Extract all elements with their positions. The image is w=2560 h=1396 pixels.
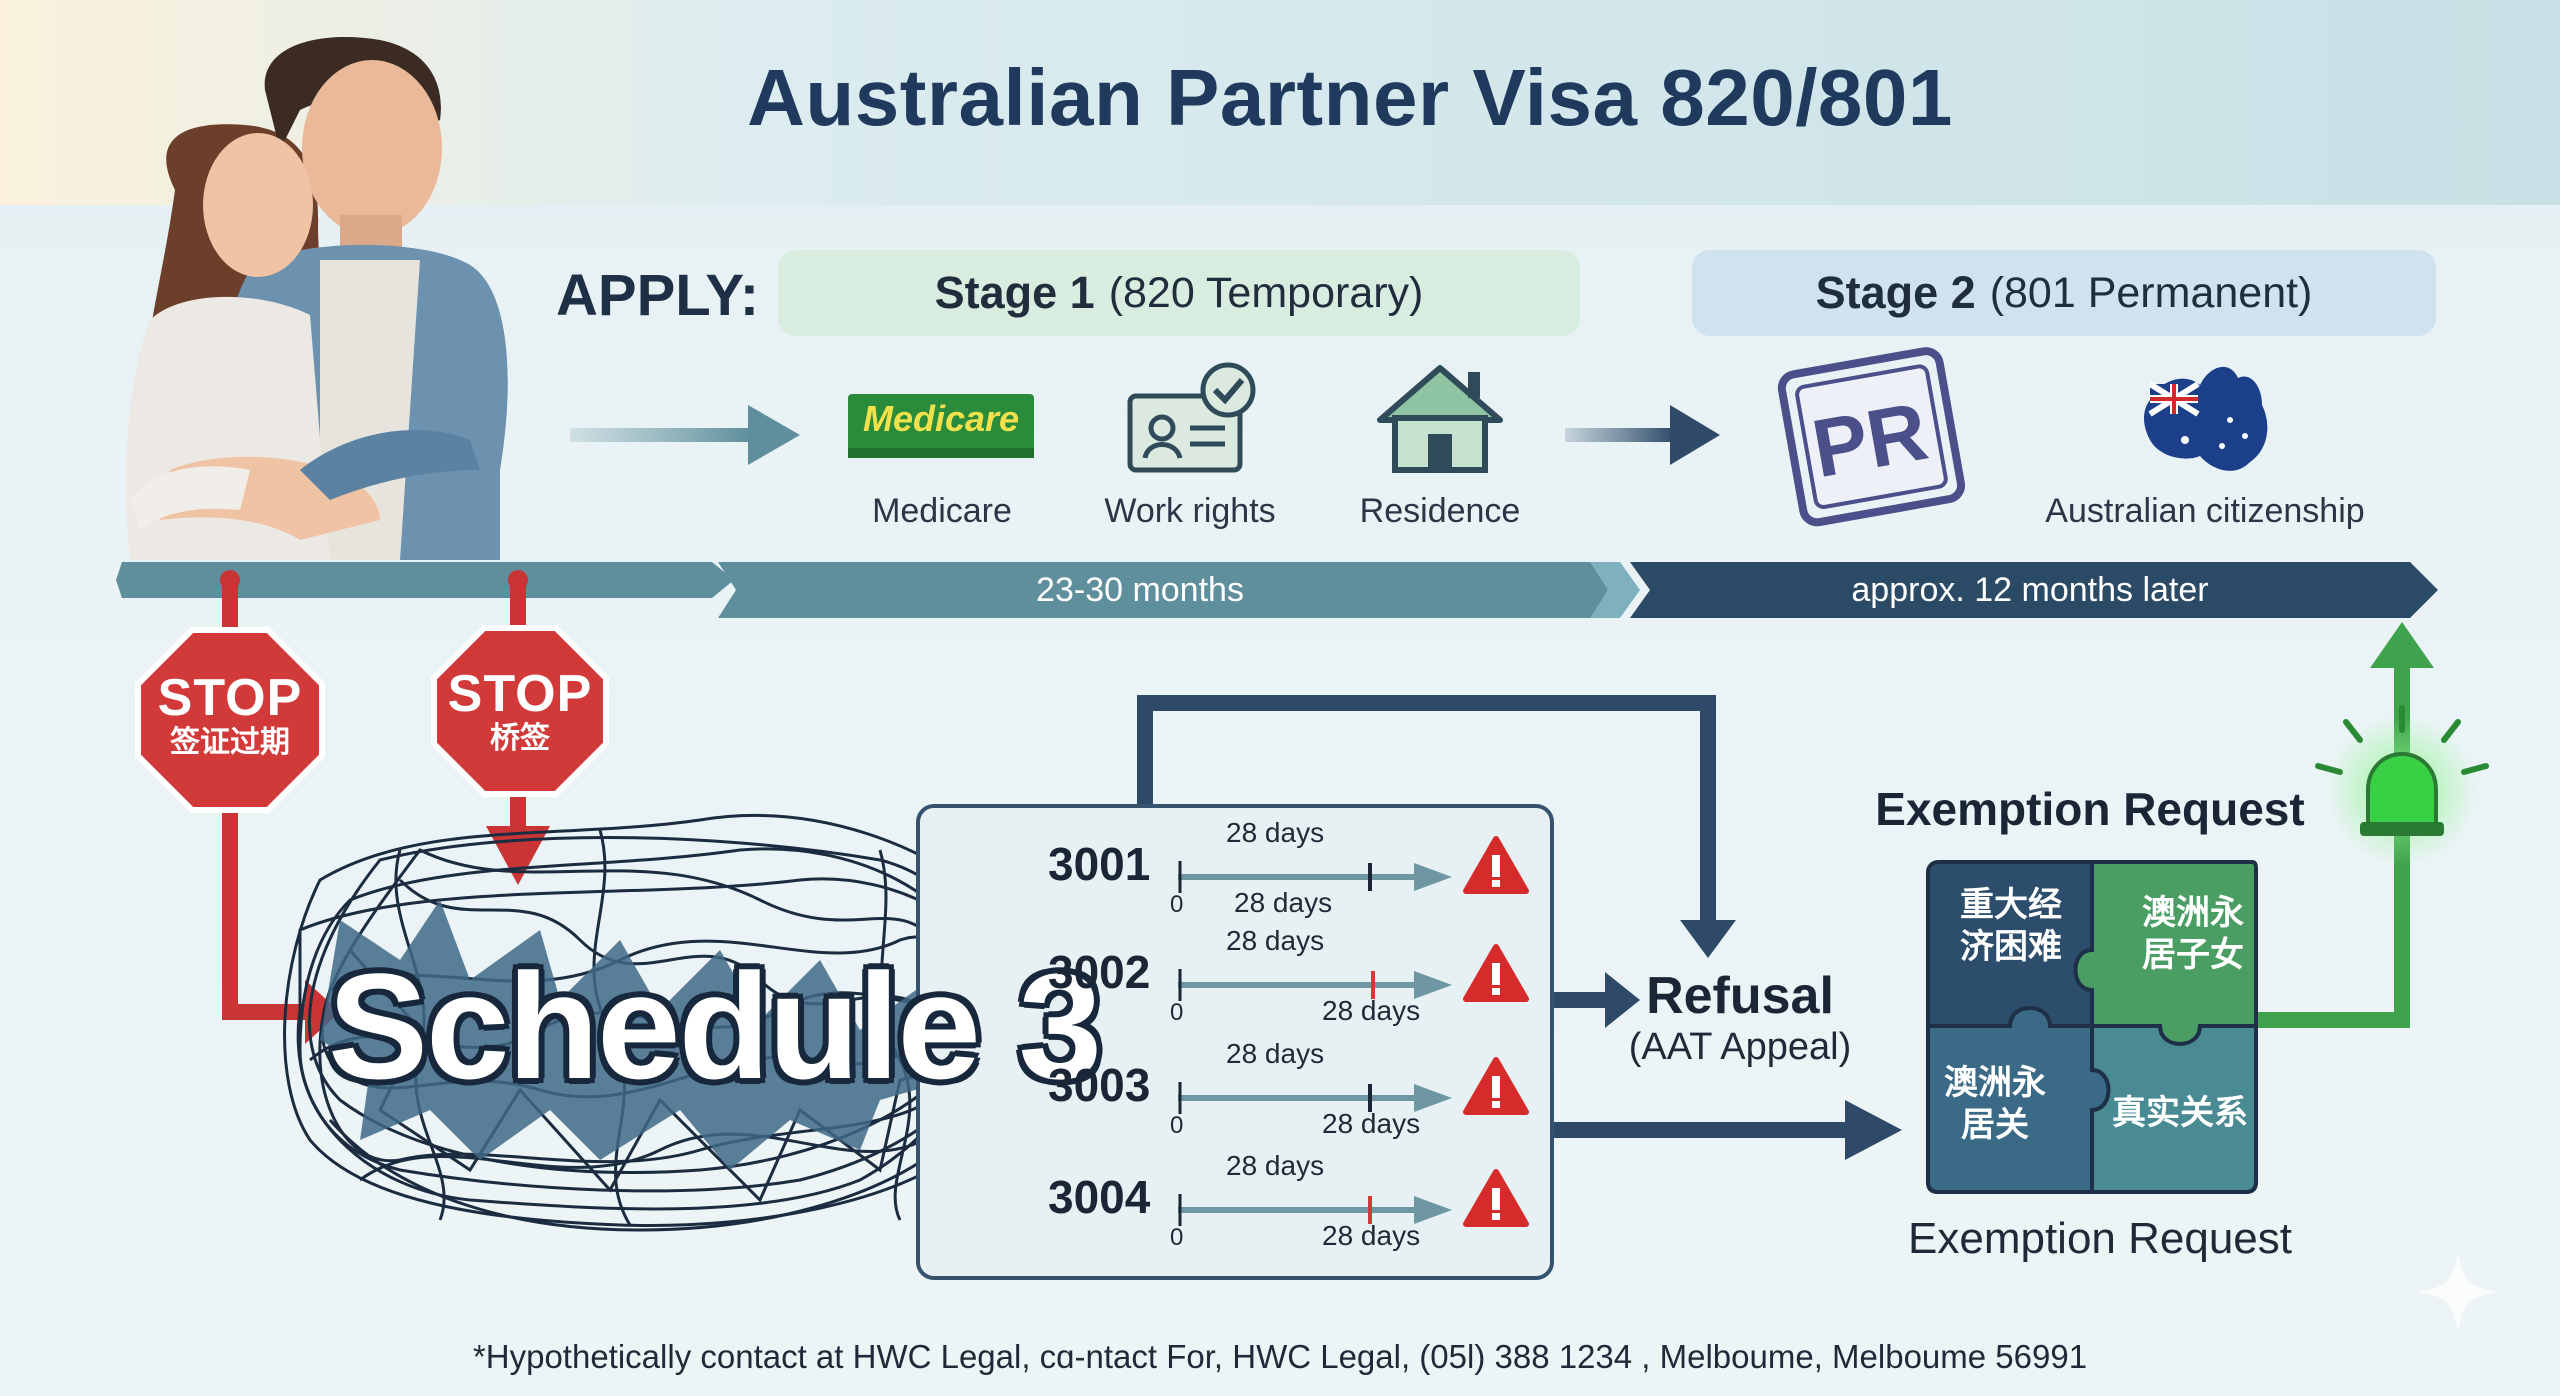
warning-icon-bar [1492, 963, 1500, 985]
stop-sign-2 [431, 625, 609, 797]
puzzle-piece-pr-child: 澳洲永 居子女 [2118, 892, 2268, 976]
sparkle-icon [2416, 1250, 2500, 1334]
refusal-box: Refusal (AAT Appeal) [1600, 966, 1880, 1069]
stage-transition-arrow [1565, 405, 1720, 465]
puzzle-piece-genuine-relationship: 真实关系 [2100, 1092, 2260, 1134]
warning-icon-bar [1492, 1188, 1500, 1210]
criteria-timelines [1178, 836, 1529, 1227]
stop-sign-1-text: STOP 签证过期 [135, 672, 325, 762]
refusal-subtitle: (AAT Appeal) [1628, 1026, 1852, 1068]
puzzle-text-4: 真实关系 [2112, 1094, 2248, 1132]
criteria-panel [916, 804, 1554, 1280]
scribble-shards [320, 900, 950, 1170]
criteria-top-days: 28 days [1226, 817, 1325, 848]
warning-icon-bar [1492, 855, 1500, 877]
timeline-band [116, 562, 2438, 618]
apply-label: APPLY: [556, 263, 760, 328]
criteria-bottom-days: 28 days [1322, 1108, 1421, 1139]
green-beacon-icon [2315, 705, 2489, 865]
stage-2-header: Stage 2 (801 Permanent) [1692, 250, 2436, 336]
stage-1-header: Stage 1 (820 Temporary) [778, 250, 1580, 336]
refusal-title: Refusal [1646, 967, 1834, 1025]
criteria-bottom-days: 28 days [1322, 1220, 1421, 1251]
criteria-top-days: 28 days [1226, 925, 1325, 956]
criteria-zero: 0 [1170, 1224, 1184, 1251]
to-refusal-arrow [1552, 972, 1640, 1028]
stop-sign-2-text: STOP 桥签 [425, 668, 615, 758]
criteria-code: 3002 [1048, 946, 1151, 998]
criteria-timeline-arrowhead [1414, 863, 1452, 891]
id-card-check-icon [1127, 362, 1256, 473]
stop-2-sub: 桥签 [490, 722, 550, 755]
criteria-bottom-days: 28 days [1234, 887, 1333, 918]
benefit-label-residence: Residence [1359, 492, 1521, 530]
criteria-bottom-days: 28 days [1322, 995, 1421, 1026]
stage-2-detail: (801 Permanent) [1989, 268, 2313, 317]
criteria-timeline-arrowhead [1414, 971, 1452, 999]
warning-icon-dot [1492, 880, 1500, 887]
stage-1-detail: (820 Temporary) [1108, 268, 1424, 317]
warning-icon-dot [1492, 1101, 1500, 1108]
stage-1-duration: 23-30 months [1036, 571, 1244, 609]
footer-disclaimer: *Hypothetically contact at HWC Legal, cɑ… [472, 1338, 2088, 1375]
house-icon [1377, 365, 1503, 473]
warning-icon-bar [1492, 1076, 1500, 1098]
stop-1-sub: 签证过期 [170, 726, 290, 759]
schedule-3-label: Schedule 3 [328, 942, 1102, 1110]
apply-arrow [570, 405, 800, 465]
criteria-zero: 0 [1170, 999, 1184, 1026]
stage-1-name: Stage 1 [934, 267, 1095, 318]
puzzle-text-3: 澳洲永 居关 [1944, 1064, 2046, 1144]
criteria-code: 3004 [1048, 1171, 1151, 1223]
puzzle-text-2: 澳洲永 居子女 [2142, 894, 2244, 974]
criteria-code: 3003 [1048, 1059, 1151, 1111]
top-loop-arrow [1137, 695, 1736, 958]
to-exemption-arrow [1552, 1100, 1902, 1160]
criteria-top-days: 28 days [1226, 1038, 1325, 1069]
criteria-timeline-arrowhead [1414, 1196, 1452, 1224]
criteria-zero: 0 [1170, 1112, 1184, 1139]
pr-stamp-icon [1777, 347, 1966, 527]
stop-2-main: STOP [447, 665, 593, 723]
puzzle-text-1: 重大经 济困难 [1960, 886, 2062, 966]
exemption-puzzle [1926, 860, 2258, 1194]
stop-sign-1 [135, 627, 325, 813]
medicare-logo-text: Medicare [862, 398, 1020, 439]
warning-icon-dot [1492, 1213, 1500, 1220]
puzzle-piece-financial-hardship: 重大经 济困难 [1936, 884, 2086, 968]
stop-1-main: STOP [157, 669, 303, 727]
page-title: Australian Partner Visa 820/801 [747, 53, 1953, 142]
exemption-heading: Exemption Request [1875, 783, 2305, 835]
couple-illustration [126, 37, 508, 560]
warning-icon-dot [1492, 988, 1500, 995]
australia-map-flag-icon [2144, 366, 2268, 471]
medicare-logo [848, 394, 1034, 458]
puzzle-piece-pr-relation: 澳洲永 居关 [1920, 1062, 2070, 1146]
benefit-label-work-rights: Work rights [1104, 492, 1276, 530]
criteria-zero: 0 [1170, 891, 1184, 918]
criteria-top-days: 28 days [1226, 1150, 1325, 1181]
criteria-timeline-arrowhead [1414, 1084, 1452, 1112]
benefit-label-citizenship: Australian citizenship [2045, 492, 2365, 530]
criteria-code: 3001 [1048, 838, 1151, 890]
benefit-label-medicare: Medicare [872, 492, 1012, 530]
exemption-label: Exemption Request [1908, 1214, 2292, 1263]
stage-2-name: Stage 2 [1815, 267, 1976, 318]
stage-2-duration: approx. 12 months later [1851, 571, 2209, 609]
